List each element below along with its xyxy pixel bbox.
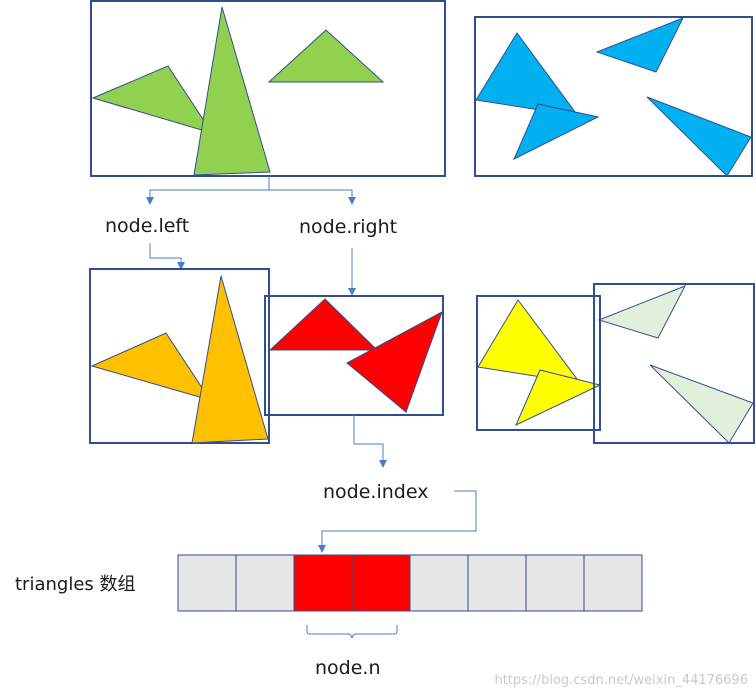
pale-triangle-2 (649, 364, 754, 444)
connector-to-index (353, 415, 387, 468)
pale-bounding-box (593, 283, 755, 444)
root-connectors (146, 176, 356, 296)
array-cell (525, 554, 585, 612)
connector-to-left (146, 176, 270, 205)
blue-triangle-4 (646, 96, 752, 177)
watermark-text: https://blog.csdn.net/weixin_44176696 (494, 673, 748, 688)
left-node-box (89, 268, 270, 444)
orange-triangle-tall (191, 275, 269, 444)
red-triangle-1 (268, 298, 379, 351)
root-bounding-box (90, 0, 446, 177)
array-cell-highlighted (351, 554, 411, 612)
yellow-triangle-2 (515, 369, 602, 427)
right-node-box (264, 295, 444, 416)
yellow-triangle-1 (477, 299, 582, 384)
triangles-array-label: triangles 数组 (15, 574, 136, 595)
triangles-array (177, 554, 643, 612)
yellow-bounding-box (476, 295, 601, 431)
pale-node-box (593, 283, 755, 444)
green-triangle-tall (193, 6, 271, 176)
connector-left-to-box (149, 243, 185, 270)
root-node-box (90, 0, 446, 177)
array-cell (177, 554, 237, 612)
array-cell (235, 554, 295, 612)
connector-to-right (269, 189, 356, 205)
yellow-node-box (476, 295, 602, 431)
array-cell (583, 554, 643, 612)
array-cell (409, 554, 469, 612)
node-left-label: node.left (105, 215, 189, 237)
node-right-label: node.right (299, 216, 397, 238)
blue-node-box (474, 16, 753, 177)
orange-triangle-left (90, 332, 212, 401)
array-cell-highlighted (293, 554, 353, 612)
blue-triangle-3 (595, 17, 685, 73)
blue-triangle-1 (475, 32, 580, 117)
blue-triangle-2 (512, 103, 600, 161)
left-bounding-box (89, 268, 270, 444)
connector-index-to-array (318, 490, 477, 553)
node-n-brace (306, 625, 398, 639)
blue-bounding-box (474, 16, 753, 177)
pale-triangle-1 (597, 285, 687, 339)
node-n-label: node.n (315, 657, 381, 679)
green-triangle-right (267, 29, 385, 83)
red-triangle-2 (346, 310, 443, 413)
array-cell (467, 554, 527, 612)
green-triangle-left (91, 65, 214, 134)
node-index-label: node.index (323, 481, 428, 503)
